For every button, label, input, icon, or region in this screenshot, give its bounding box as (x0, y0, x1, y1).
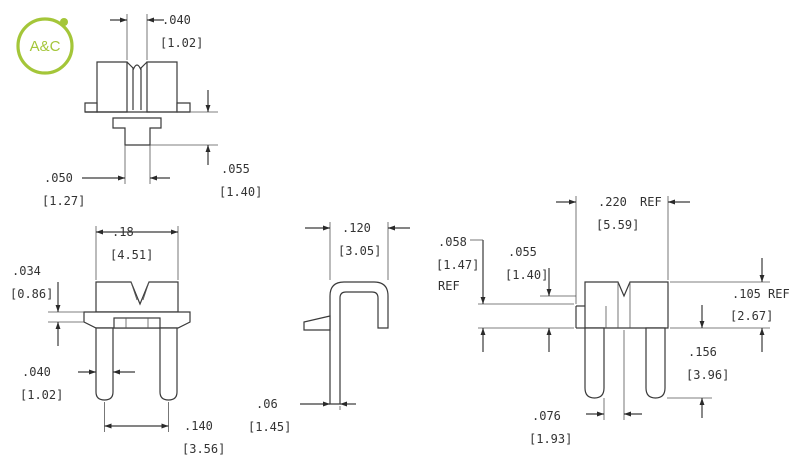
dim-front-pin-pitch-mm: [3.56] (182, 442, 225, 456)
front-view-pin-left (95, 327, 114, 401)
dim-side-pin-spacing-mm: [1.93] (529, 432, 572, 446)
top-view: .040 [1.02] .055 [1.40] .050 [1.27] (42, 13, 262, 208)
dim-side-ref-length-inch: .220 (598, 195, 627, 209)
front-view-body (95, 281, 179, 313)
front-view-pin-right (159, 327, 178, 401)
side-view-notch (605, 282, 631, 328)
contact-side-view: .120 [3.05] .06 [1.45] (248, 221, 410, 434)
dim-side-standoff-right-mm: [1.40] (505, 268, 548, 282)
dim-front-body-width-inch: .18 (112, 225, 134, 239)
dim-front-body-width-mm: [4.51] (110, 248, 153, 262)
dim-contact-offset-mm: [1.45] (248, 420, 291, 434)
dim-side-standoff-left-inch: .058 (438, 235, 467, 249)
dim-side-standoff-right-inch: .055 (508, 245, 537, 259)
dim-side-ref-length-mm: [5.59] (596, 218, 639, 232)
dim-top-pin-width-inch: .050 (44, 171, 73, 185)
dim-side-body-height-inch: .105 (732, 287, 761, 301)
dim-side-standoff-left-mm: [1.47] (436, 258, 479, 272)
front-view-latch (113, 317, 161, 329)
dim-contact-width-mm: [3.05] (338, 244, 381, 258)
dim-top-slot-width-inch: .040 (162, 13, 191, 27)
side-view-pin-left (584, 327, 605, 399)
dim-side-pin-length-inch: .156 (688, 345, 717, 359)
dim-top-pin-width-mm: [1.27] (42, 194, 85, 208)
logo-text: A&C (30, 38, 61, 55)
front-view-notch (130, 281, 150, 301)
contact-profile (329, 281, 389, 405)
dim-side-ref-length-suffix: REF (640, 195, 662, 209)
dim-contact-width-inch: .120 (342, 221, 371, 235)
logo-ring (16, 17, 74, 75)
top-view-slot (126, 61, 148, 110)
dim-contact-offset-inch: .06 (256, 397, 278, 411)
side-view-pin-right (645, 327, 666, 399)
top-view-tail (112, 117, 162, 146)
connector-side-view: .220 REF [5.59] .058 [1.47] REF .055 [1.… (436, 195, 790, 446)
dim-front-pin-diameter-inch: .040 (22, 365, 51, 379)
dim-front-body-height-inch: .034 (12, 264, 41, 278)
dim-side-body-height-mm: [2.67] (730, 309, 773, 323)
contact-tab (303, 315, 331, 331)
dim-front-pin-diameter-mm: [1.02] (20, 388, 63, 402)
dim-side-pin-spacing-inch: .076 (532, 409, 561, 423)
side-view-body (584, 281, 669, 329)
dim-side-pin-length-mm: [3.96] (686, 368, 729, 382)
logo-dot (60, 18, 68, 26)
dim-top-tail-length-inch: .055 (221, 162, 250, 176)
dim-side-body-height-suffix: REF (768, 287, 790, 301)
dim-top-tail-length-mm: [1.40] (219, 185, 262, 199)
company-logo: A&C (16, 17, 74, 75)
dim-front-body-height-mm: [0.86] (10, 287, 53, 301)
dim-front-pin-pitch-inch: .140 (184, 419, 213, 433)
dim-side-standoff-left-suffix: REF (438, 279, 460, 293)
top-view-body (96, 61, 178, 113)
dim-top-slot-width-mm: [1.02] (160, 36, 203, 50)
front-view: .18 [4.51] .034 [0.86] .040 [1.02] .140 … (10, 225, 225, 456)
